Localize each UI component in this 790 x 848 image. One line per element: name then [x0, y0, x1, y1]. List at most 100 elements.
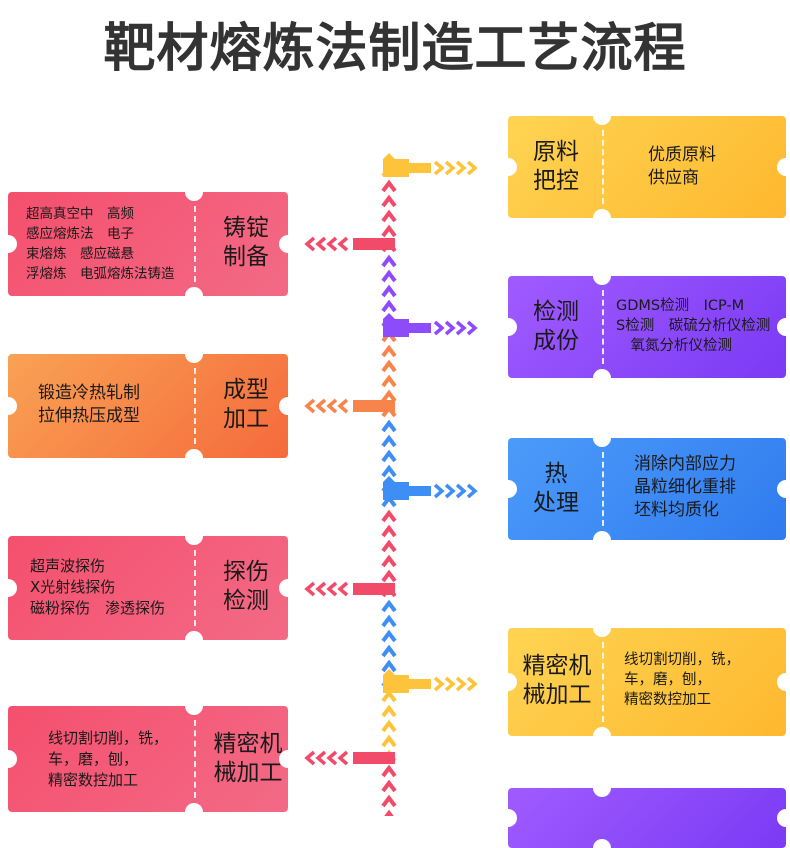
branch-left-bar [353, 400, 395, 412]
branch-right-stem [383, 153, 409, 177]
branch-right-chevron [455, 160, 467, 176]
branch-left-chevron [304, 398, 316, 414]
ticket-side-notch [777, 158, 786, 176]
spine-chevron [381, 614, 397, 628]
branch-right-stem [383, 313, 409, 337]
branch-left-chevron [326, 398, 338, 414]
ticket-side-notch [777, 318, 786, 336]
ticket-side-notch [8, 750, 17, 768]
branch-right-stem [383, 669, 409, 693]
spine-chevron [381, 284, 397, 298]
spine-chevron [381, 239, 397, 253]
spine-chevron [381, 704, 397, 718]
ticket-divider [194, 206, 196, 282]
step-description: GDMS检测 ICP-M S检测 碳硫分析仪检测 氧氮分析仪检测 [616, 298, 771, 354]
ticket-divider [194, 720, 196, 798]
step-ingot-preparation: 超高真空中 高频 感应熔炼法 电子 束熔炼 感应磁悬 浮熔炼 电弧熔炼法铸造 铸… [8, 192, 288, 296]
branch-left-bar [353, 583, 395, 595]
step-precision-machining-left: 线切割切削，铣， 车，磨，刨， 精密数控加工 精密机 械加工 [8, 706, 288, 812]
spine-chevron [381, 494, 397, 508]
branch-left-chevron [337, 398, 349, 414]
branch-right-bar [409, 323, 431, 333]
spine-chevron [381, 749, 397, 763]
step-description: 锻造冷热轧制 拉伸热压成型 [38, 383, 140, 426]
ticket-notch [593, 839, 611, 848]
branch-right-chevron [444, 160, 456, 176]
ticket-divider [602, 642, 604, 722]
step-name: 成型 加工 [223, 377, 269, 432]
spine-chevron [381, 719, 397, 733]
spine-chevron [381, 344, 397, 358]
ticket-notch [185, 631, 203, 640]
step-name: 精密机 械加工 [213, 731, 283, 786]
spine-chevron [381, 464, 397, 478]
ticket-side-notch [8, 235, 17, 253]
branch-left-chevron [337, 581, 349, 597]
ticket-side-notch [777, 809, 786, 827]
ticket-notch [593, 369, 611, 378]
ticket-notch [185, 287, 203, 296]
branch-left-chevron [304, 236, 316, 252]
ticket-notch [593, 531, 611, 540]
ticket-side-notch [508, 673, 517, 691]
step-raw-material: 原料 把控 优质原料 供应商 [508, 116, 786, 218]
branch-right-chevron [433, 483, 445, 499]
ticket-side-notch [777, 673, 786, 691]
step-description: 线切割切削，铣， 车，磨，刨， 精密数控加工 [624, 652, 740, 708]
branch-left-chevron [315, 236, 327, 252]
step-description: 消除内部应力 晶粒细化重排 坯料均质化 [634, 454, 736, 520]
spine-chevron [381, 359, 397, 373]
branch-right-chevron [433, 676, 445, 692]
branch-right-chevron [433, 160, 445, 176]
step-precision-machining-right: 精密机 械加工 线切割切削，铣， 车，磨，刨， 精密数控加工 [508, 628, 786, 736]
spine-chevron [381, 599, 397, 613]
branch-left-chevron [337, 236, 349, 252]
spine-chevron [381, 254, 397, 268]
step-forming: 锻造冷热轧制 拉伸热压成型 成型 加工 [8, 354, 288, 458]
spine-chevron [381, 479, 397, 493]
spine-chevron [381, 734, 397, 748]
spine-chevron [381, 779, 397, 793]
spine-chevron [381, 269, 397, 283]
spine-chevron [381, 194, 397, 208]
branch-right-bar [409, 679, 431, 689]
ticket-notch [185, 706, 203, 715]
spine-chevron [381, 434, 397, 448]
branch-right-chevron [466, 676, 478, 692]
branch-left-bar [353, 752, 395, 764]
branch-left-chevron [304, 581, 316, 597]
branch-left-chevron [315, 750, 327, 766]
ticket-side-notch [8, 579, 17, 597]
step-next-partial [508, 788, 786, 848]
spine-chevron [381, 164, 397, 178]
step-description: 线切割切削，铣， 车，磨，刨， 精密数控加工 [48, 729, 169, 789]
branch-right-bar [409, 163, 431, 173]
ticket-divider [602, 130, 604, 204]
spine-chevrons [381, 164, 397, 816]
ticket-notch [185, 803, 203, 812]
spine-chevron [381, 419, 397, 433]
spine-chevron [381, 644, 397, 658]
ticket-notch [593, 209, 611, 218]
ticket-divider [602, 452, 604, 526]
branch-right-chevron [455, 676, 467, 692]
branch-left-chevron [326, 236, 338, 252]
ticket-side-notch [508, 480, 517, 498]
branch-right-chevron [444, 320, 456, 336]
ticket-divider [194, 550, 196, 626]
ticket-side-notch [279, 750, 288, 768]
ticket-notch [593, 727, 611, 736]
ticket-notch [593, 628, 611, 637]
branch-left-bar [353, 238, 395, 250]
step-description: 优质原料 供应商 [648, 145, 716, 188]
step-heat-treatment: 热 处理 消除内部应力 晶粒细化重排 坯料均质化 [508, 438, 786, 540]
step-description: 超声波探伤 X光射线探伤 磁粉探伤 渗透探伤 [30, 557, 166, 617]
spine-chevron [381, 629, 397, 643]
step-flaw-detection: 超声波探伤 X光射线探伤 磁粉探伤 渗透探伤 探伤 检测 [8, 536, 288, 640]
ticket-notch [185, 449, 203, 458]
spine-chevron [381, 224, 397, 238]
ticket-notch [185, 192, 203, 201]
ticket-side-notch [279, 397, 288, 415]
step-name: 检测 成份 [533, 299, 579, 354]
branch-right-chevron [433, 320, 445, 336]
